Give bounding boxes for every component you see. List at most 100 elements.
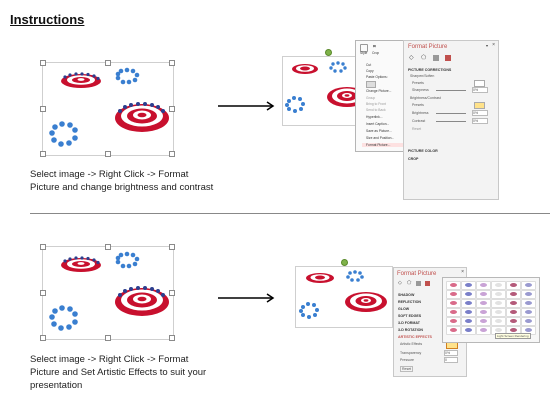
format-picture-pane-1[interactable]: Format Picture ▾ × ◇ ⬠ PICTURE CORRECTIO… bbox=[403, 40, 499, 200]
effect-preview-icon bbox=[510, 292, 517, 296]
effect-preview-icon bbox=[510, 310, 517, 314]
soft-edges-header[interactable]: SOFT EDGES bbox=[398, 314, 422, 318]
artistic-effect-thumbnail[interactable] bbox=[521, 290, 536, 299]
menu-item-save-picture[interactable]: Save as Picture... bbox=[366, 129, 392, 133]
menu-item-bring-front[interactable]: Bring to Front bbox=[366, 102, 386, 106]
paste-icon[interactable] bbox=[366, 81, 376, 88]
artistic-effect-thumbnail[interactable] bbox=[506, 299, 521, 308]
artistic-effect-thumbnail[interactable] bbox=[446, 281, 461, 290]
artistic-effect-thumbnail[interactable] bbox=[521, 299, 536, 308]
presets-dropdown-2[interactable] bbox=[474, 102, 485, 109]
artistic-effect-thumbnail[interactable] bbox=[476, 308, 491, 317]
paint-bucket-icon[interactable]: ◇ bbox=[409, 55, 414, 61]
artistic-effect-thumbnail[interactable] bbox=[461, 299, 476, 308]
artistic-effect-thumbnail[interactable] bbox=[506, 308, 521, 317]
sharpness-slider[interactable] bbox=[436, 90, 466, 91]
menu-item-format-picture[interactable]: Format Picture... bbox=[362, 143, 404, 147]
effect-preview-icon bbox=[495, 292, 502, 296]
picture-icon[interactable] bbox=[445, 55, 451, 61]
original-slide-2[interactable] bbox=[40, 244, 175, 341]
artistic-effects-header[interactable]: ARTISTIC EFFECTS bbox=[398, 335, 432, 339]
menu-item-size-position[interactable]: Size and Position... bbox=[366, 136, 395, 140]
contrast-slider[interactable] bbox=[436, 121, 466, 122]
menu-item-paste-options[interactable]: Paste Options: bbox=[366, 75, 388, 79]
menu-item-insert-caption[interactable]: Insert Caption... bbox=[366, 122, 390, 126]
menu-item-change-picture[interactable]: Change Picture... bbox=[366, 89, 392, 93]
arrow-right-icon bbox=[218, 293, 275, 303]
artistic-effect-thumbnail[interactable] bbox=[506, 281, 521, 290]
artistic-effect-thumbnail[interactable] bbox=[446, 299, 461, 308]
effects-icon[interactable]: ⬠ bbox=[421, 55, 427, 61]
transparency-value[interactable]: 0% bbox=[444, 350, 458, 356]
layout-icon[interactable] bbox=[433, 55, 439, 61]
picture-color-header[interactable]: PICTURE COLOR bbox=[408, 149, 438, 153]
artistic-effect-thumbnail[interactable] bbox=[476, 299, 491, 308]
artistic-effect-thumbnail[interactable] bbox=[491, 308, 506, 317]
3d-format-header[interactable]: 3-D FORMAT bbox=[398, 321, 420, 325]
artistic-effect-thumbnail[interactable] bbox=[461, 308, 476, 317]
target-scene bbox=[299, 270, 387, 319]
menu-item-send-back[interactable]: Send to Back bbox=[366, 108, 386, 112]
menu-item-copy[interactable]: Copy bbox=[366, 69, 374, 73]
artistic-effect-thumbnail[interactable] bbox=[476, 326, 491, 335]
artistic-effect-thumbnail[interactable] bbox=[506, 290, 521, 299]
artistic-effect-thumbnail[interactable] bbox=[491, 281, 506, 290]
artistic-effect-thumbnail[interactable] bbox=[491, 317, 506, 326]
menu-item-group[interactable]: Group bbox=[366, 96, 376, 100]
target-scene bbox=[49, 251, 169, 331]
style-icon[interactable] bbox=[360, 44, 368, 52]
crop-icon[interactable]: ⌗ bbox=[373, 44, 376, 50]
close-icon[interactable]: × bbox=[461, 269, 464, 275]
glow-header[interactable]: GLOW bbox=[398, 307, 410, 311]
artistic-effect-thumbnail[interactable] bbox=[446, 317, 461, 326]
artistic-effect-thumbnail[interactable] bbox=[446, 326, 461, 335]
chevron-down-icon[interactable]: ▾ bbox=[485, 43, 488, 48]
effect-preview-icon bbox=[450, 310, 457, 314]
menu-item-cut[interactable]: Cut bbox=[366, 63, 372, 67]
presets-label-2: Presets bbox=[412, 103, 424, 107]
artistic-effects-gallery[interactable]: Light Screen Rendering bbox=[442, 277, 540, 343]
reflection-header[interactable]: REFLECTION bbox=[398, 300, 421, 304]
artistic-effect-thumbnail[interactable] bbox=[461, 317, 476, 326]
close-icon[interactable]: × bbox=[492, 42, 495, 48]
artistic-effect-thumbnail[interactable] bbox=[506, 317, 521, 326]
presets-dropdown[interactable] bbox=[474, 80, 485, 87]
artistic-effect-thumbnail[interactable] bbox=[446, 308, 461, 317]
layout-icon[interactable] bbox=[416, 281, 421, 286]
artistic-effect-thumbnail[interactable] bbox=[476, 290, 491, 299]
artistic-effect-thumbnail[interactable] bbox=[476, 317, 491, 326]
menu-item-hyperlink[interactable]: Hyperlink... bbox=[366, 115, 383, 119]
artistic-effect-thumbnail[interactable] bbox=[491, 299, 506, 308]
artistic-effect-thumbnail[interactable] bbox=[446, 290, 461, 299]
artistic-effect-thumbnail[interactable] bbox=[491, 290, 506, 299]
target-icon bbox=[115, 102, 169, 132]
picture-corrections-header[interactable]: PICTURE CORRECTIONS bbox=[408, 68, 452, 72]
effects-icon[interactable]: ⬠ bbox=[407, 280, 412, 286]
pressure-value[interactable]: 0 bbox=[444, 357, 458, 363]
artistic-effect-thumbnail[interactable] bbox=[521, 281, 536, 290]
caption-line: Picture and Set Artistic Effects to suit… bbox=[30, 367, 207, 378]
pane-title: Format Picture bbox=[397, 271, 437, 277]
artistic-effect-thumbnail[interactable] bbox=[476, 281, 491, 290]
sharpness-value[interactable]: 0% bbox=[472, 87, 488, 93]
crop-header[interactable]: CROP bbox=[408, 157, 419, 161]
original-slide-1[interactable] bbox=[40, 60, 175, 157]
paint-bucket-icon[interactable]: ◇ bbox=[398, 280, 402, 286]
mini-toolbar[interactable]: ⌗ Style Crop bbox=[359, 44, 399, 55]
shadow-header[interactable]: SHADOW bbox=[398, 293, 415, 297]
picture-icon[interactable] bbox=[425, 281, 430, 286]
brightness-slider[interactable] bbox=[436, 113, 466, 114]
artistic-effect-thumbnail[interactable] bbox=[461, 290, 476, 299]
artistic-effect-thumbnail[interactable] bbox=[521, 317, 536, 326]
reset-button[interactable]: Reset bbox=[412, 127, 422, 131]
artistic-effect-thumbnail[interactable] bbox=[461, 326, 476, 335]
artistic-effect-thumbnail[interactable] bbox=[461, 281, 476, 290]
artistic-effect-thumbnail[interactable] bbox=[521, 308, 536, 317]
effect-preview-icon bbox=[510, 283, 517, 287]
context-menu[interactable]: ⌗ Style Crop Cut Copy Paste Options: Cha… bbox=[355, 40, 405, 152]
3d-rotation-header[interactable]: 3-D ROTATION bbox=[398, 328, 424, 332]
selected-slide-2[interactable] bbox=[295, 259, 393, 328]
brightness-value[interactable]: 0% bbox=[472, 110, 488, 116]
reset-button[interactable]: Reset bbox=[400, 366, 414, 372]
contrast-value[interactable]: 0% bbox=[472, 118, 488, 124]
